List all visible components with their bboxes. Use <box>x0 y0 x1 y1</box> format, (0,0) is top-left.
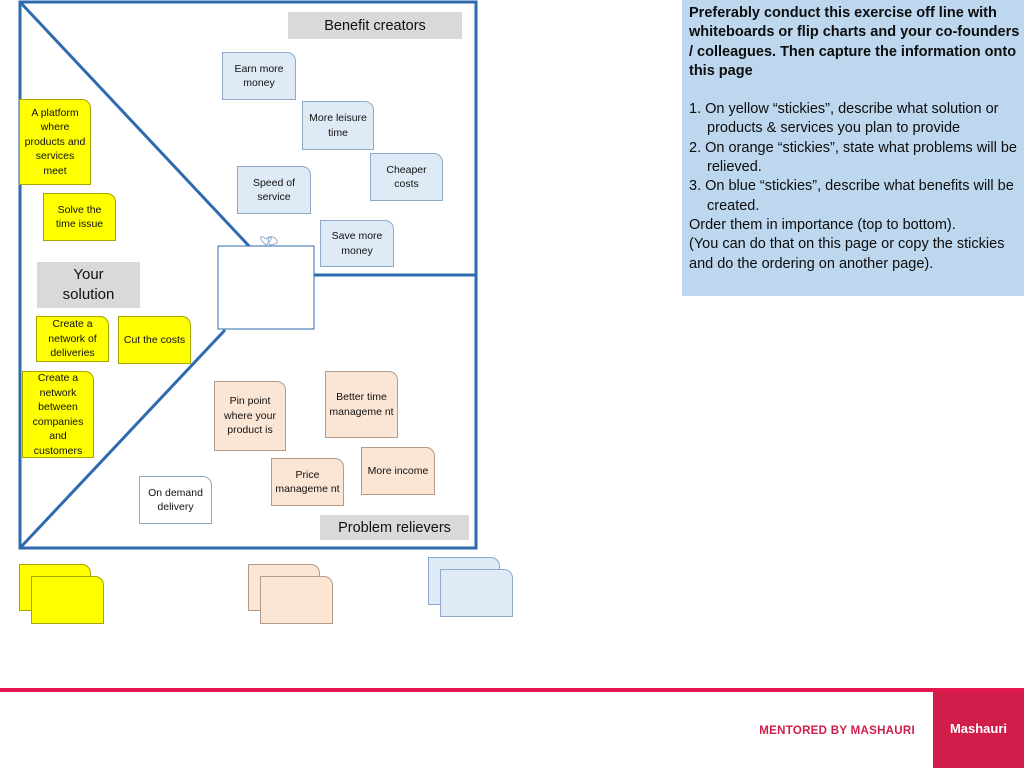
footer-bar <box>0 688 1024 692</box>
sticky-orange-price-management[interactable]: Price manageme nt <box>271 458 344 506</box>
instruction-step: 3. On blue “stickies”, describe what ben… <box>689 178 1014 214</box>
sticky-yellow-solve-time[interactable]: Solve the time issue <box>43 193 116 241</box>
sticky-yellow-network-companies[interactable]: Create a network between companies and c… <box>22 371 94 458</box>
gift-box <box>217 245 315 330</box>
blank-sticky-yellow-front[interactable] <box>31 576 104 624</box>
canvas-frame <box>18 0 478 550</box>
sticky-yellow-platform[interactable]: A platform where products and services m… <box>19 99 91 185</box>
sticky-orange-more-income[interactable]: More income <box>361 447 435 495</box>
blank-sticky-blue-front[interactable] <box>440 569 513 617</box>
sticky-blue-speed-service[interactable]: Speed of service <box>237 166 311 214</box>
sticky-orange-pin-point[interactable]: Pin point where your product is <box>214 381 286 451</box>
your-solution-label: Your solution <box>37 262 140 308</box>
sticky-orange-time-management[interactable]: Better time manageme nt <box>325 371 398 438</box>
instruction-step: 2. On orange “stickies”, state what prob… <box>689 139 1017 176</box>
problem-relievers-label: Problem relievers <box>320 515 469 540</box>
instruction-step: 1. On yellow “stickies”, describe what s… <box>689 101 999 137</box>
sticky-yellow-cut-costs[interactable]: Cut the costs <box>118 316 191 364</box>
instructions-panel: Preferably conduct this exercise off lin… <box>682 0 1024 296</box>
logo-text: Mashauri <box>949 721 1008 736</box>
gift-bow <box>260 236 278 246</box>
instructions-order-note: Order them in importance (top to bottom)… <box>689 216 956 233</box>
instructions-steps: 1. On yellow “stickies”, describe what s… <box>689 100 1020 216</box>
sticky-blue-save-money[interactable]: Save more money <box>320 220 394 267</box>
instructions-intro: Preferably conduct this exercise off lin… <box>689 5 1020 79</box>
instructions-copy-note: (You can do that on this page or copy th… <box>689 236 1005 272</box>
benefit-creators-label: Benefit creators <box>288 12 462 39</box>
sticky-blue-cheaper-costs[interactable]: Cheaper costs <box>370 153 443 201</box>
diagonal-upper <box>18 0 251 248</box>
diagonal-lower <box>18 328 227 550</box>
mashauri-logo[interactable]: Mashauri <box>933 692 1024 768</box>
sticky-blue-leisure-time[interactable]: More leisure time <box>302 101 374 150</box>
sticky-yellow-network-deliveries[interactable]: Create a network of deliveries <box>36 316 109 362</box>
mentored-by-text: MENTORED BY MASHAURI <box>759 725 915 737</box>
sticky-on-demand[interactable]: On demand delivery <box>139 476 212 524</box>
blank-sticky-orange-front[interactable] <box>260 576 333 624</box>
sticky-blue-earn-money[interactable]: Earn more money <box>222 52 296 100</box>
